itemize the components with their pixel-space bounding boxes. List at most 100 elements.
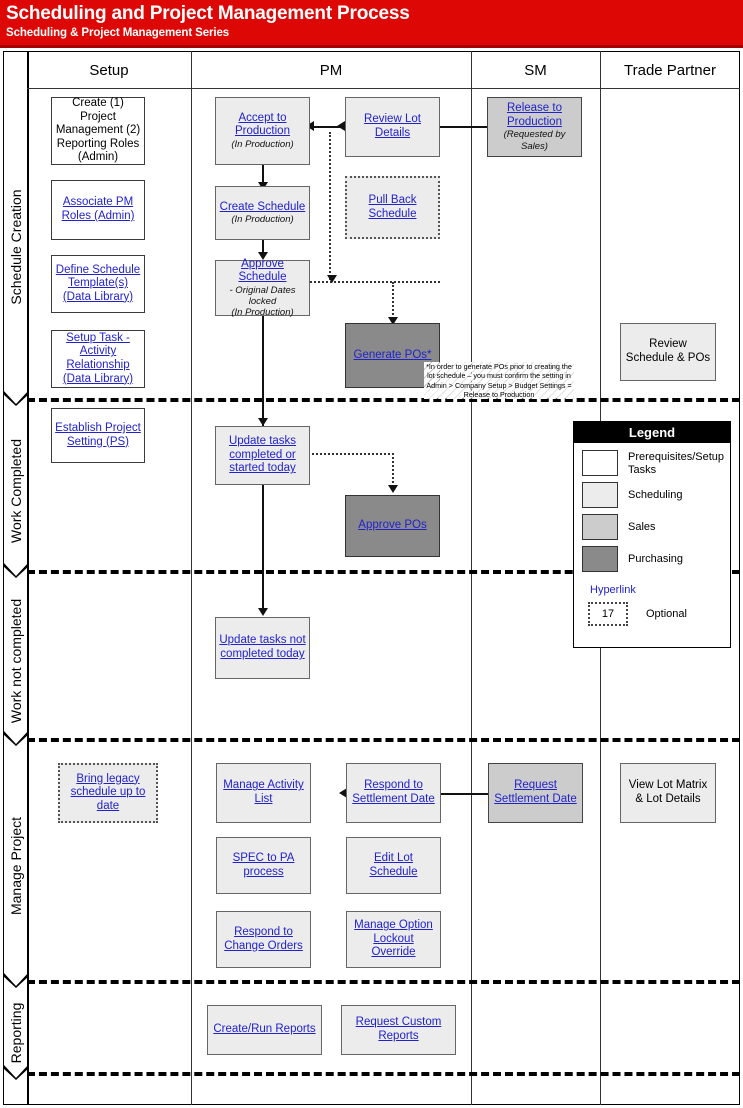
box-respond-to-change-orders[interactable]: Respond to Change Orders: [216, 911, 311, 968]
legend-hyperlink-sample: Hyperlink: [590, 584, 636, 596]
box-edit-lot-schedule[interactable]: Edit Lot Schedule: [346, 837, 441, 894]
connector-update-to-updatenot: [262, 485, 264, 610]
box-approve-pos[interactable]: Approve POs: [345, 495, 440, 557]
box-request-settlement-date[interactable]: Request Settlement Date: [488, 763, 583, 823]
box-request-custom-reports[interactable]: Request Custom Reports: [341, 1005, 456, 1055]
box-update-tasks-completed-or-started-today[interactable]: Update tasks completed or started today: [215, 426, 310, 485]
legend-label: Purchasing: [628, 553, 684, 565]
box-label: Update tasks not completed today: [219, 634, 306, 660]
legend: Legend Prerequisites/Setup Tasks Schedul…: [573, 421, 731, 648]
phase-label-work-not-completed: Work not completed: [2, 577, 29, 746]
box-label: Update tasks completed or started today: [228, 435, 297, 475]
footnote-generate-pos: *In order to generate POs prior to creat…: [424, 362, 574, 400]
phase-divider-4: [27, 980, 740, 984]
column-header-sm: SM: [524, 61, 547, 79]
phase-divider-5: [27, 1072, 740, 1076]
connector-review-to-accept: [311, 126, 347, 128]
box-label: Request Custom Reports: [355, 1016, 442, 1042]
title-bar: Scheduling and Project Management Proces…: [0, 0, 743, 48]
box-label: Accept to Production: [235, 111, 290, 138]
box-update-tasks-not-completed-today[interactable]: Update tasks not completed today: [215, 617, 310, 679]
chevron-down-icon: [2, 972, 29, 988]
dotted-connector-update-to-approvepos: [312, 453, 394, 455]
phase-label-text: Work not completed: [8, 598, 24, 724]
box-label: Pull Back Schedule: [368, 193, 417, 220]
box-setup-task-activity-relationship[interactable]: Setup Task - Activity Relationship (Data…: [51, 330, 145, 388]
page-title: Scheduling and Project Management Proces…: [6, 3, 410, 24]
box-label: Define Schedule Template(s) (Data Librar…: [55, 263, 141, 303]
page-subtitle: Scheduling & Project Management Series: [6, 27, 230, 39]
legend-label: Prerequisites/Setup Tasks: [628, 451, 724, 476]
box-label: Request Settlement Date: [494, 779, 577, 805]
legend-optional-swatch: 17: [588, 602, 628, 626]
arrowhead-down: [258, 418, 268, 426]
box-label: Generate POs*: [353, 348, 432, 361]
box-pull-back-schedule[interactable]: Pull Back Schedule: [345, 176, 440, 239]
box-define-schedule-template[interactable]: Define Schedule Template(s) (Data Librar…: [51, 255, 145, 313]
box-label: Respond to Settlement Date: [352, 779, 435, 805]
dotted-connector-to-generate-pos: [392, 282, 394, 326]
box-manage-option-lockout-override[interactable]: Manage Option Lockout Override: [346, 911, 441, 968]
box-review-lot-details[interactable]: Review Lot Details: [345, 97, 440, 157]
box-release-to-production[interactable]: Release to Production (Requested by Sale…: [487, 97, 582, 157]
box-spec-to-pa-process[interactable]: SPEC to PA process: [216, 837, 311, 894]
column-header-row: Setup PM SM Trade Partner: [27, 51, 740, 89]
legend-item-scheduling: Scheduling: [582, 482, 682, 508]
box-associate-pm-roles[interactable]: Associate PM Roles (Admin): [51, 180, 145, 240]
chevron-down-icon: [2, 562, 29, 578]
box-manage-activity-list[interactable]: Manage Activity List: [216, 763, 311, 823]
phase-label-work-completed: Work Completed: [2, 405, 29, 578]
box-label: Establish Project Setting (PS): [55, 421, 141, 448]
box-note: (Requested by Sales): [503, 129, 566, 152]
box-create-schedule[interactable]: Create Schedule (In Production): [215, 186, 310, 240]
chevron-down-icon: [2, 1064, 29, 1080]
box-bring-legacy-schedule-up-to-date[interactable]: Bring legacy schedule up to date: [58, 763, 158, 823]
box-approve-schedule[interactable]: Approve Schedule - Original Dates locked…: [215, 257, 310, 319]
legend-title: Legend: [574, 422, 730, 443]
box-label: Review Lot Details: [364, 113, 421, 139]
box-establish-project-setting[interactable]: Establish Project Setting (PS): [51, 408, 145, 463]
box-label: Associate PM Roles (Admin): [61, 196, 135, 222]
phase-label-text: Manage Project: [8, 816, 24, 916]
box-label: SPEC to PA process: [232, 851, 295, 878]
column-header-pm: PM: [319, 61, 343, 79]
arrowhead-down: [258, 608, 268, 616]
box-label: Approve Schedule: [238, 257, 287, 284]
arrowhead-down: [388, 317, 398, 325]
box-label: Respond to Change Orders: [224, 925, 303, 952]
column-divider-setup-pm: [191, 51, 192, 1105]
legend-swatch-prerequisites: [582, 450, 618, 476]
connector-accept-to-create: [262, 165, 264, 186]
arrowhead-left: [339, 788, 347, 798]
legend-item-sales: Sales: [582, 514, 656, 540]
arrowhead-down: [327, 275, 337, 283]
phase-label-text: Reporting: [8, 1002, 24, 1064]
box-respond-to-settlement-date[interactable]: Respond to Settlement Date: [346, 763, 441, 823]
box-create-pm-roles[interactable]: Create (1) Project Management (2) Report…: [51, 97, 145, 165]
dotted-connector-vertical: [392, 453, 394, 491]
column-divider-pm-sm: [471, 51, 472, 1105]
phase-divider-2: [27, 570, 740, 574]
legend-item-purchasing: Purchasing: [582, 546, 683, 572]
box-create-run-reports[interactable]: Create/Run Reports: [207, 1005, 322, 1055]
box-label: Review Schedule & POs: [625, 338, 711, 364]
phase-label-text: Schedule Creation: [8, 189, 24, 305]
box-label: View Lot Matrix & Lot Details: [628, 779, 708, 805]
box-label: Create (1) Project Management (2) Report…: [55, 97, 141, 164]
phase-label-manage-project: Manage Project: [2, 745, 29, 988]
dotted-connector-horizontal: [310, 281, 440, 283]
box-review-schedule-and-pos: Review Schedule & POs: [620, 323, 716, 381]
legend-item-prerequisites: Prerequisites/Setup Tasks: [582, 450, 726, 476]
box-label: Create/Run Reports: [213, 1023, 316, 1036]
box-note: (In Production): [231, 214, 294, 226]
phase-divider-1: [27, 398, 740, 402]
phase-label-reporting: Reporting: [2, 987, 29, 1080]
box-accept-to-production[interactable]: Accept to Production (In Production): [215, 97, 310, 165]
box-label: Manage Option Lockout Override: [354, 919, 433, 959]
box-note-secondary: (In Production): [231, 307, 294, 319]
box-note: (In Production): [231, 138, 294, 150]
connector-approve-to-update: [262, 316, 264, 426]
box-label: Edit Lot Schedule: [369, 851, 418, 878]
dotted-connector-vertical: [329, 132, 331, 280]
